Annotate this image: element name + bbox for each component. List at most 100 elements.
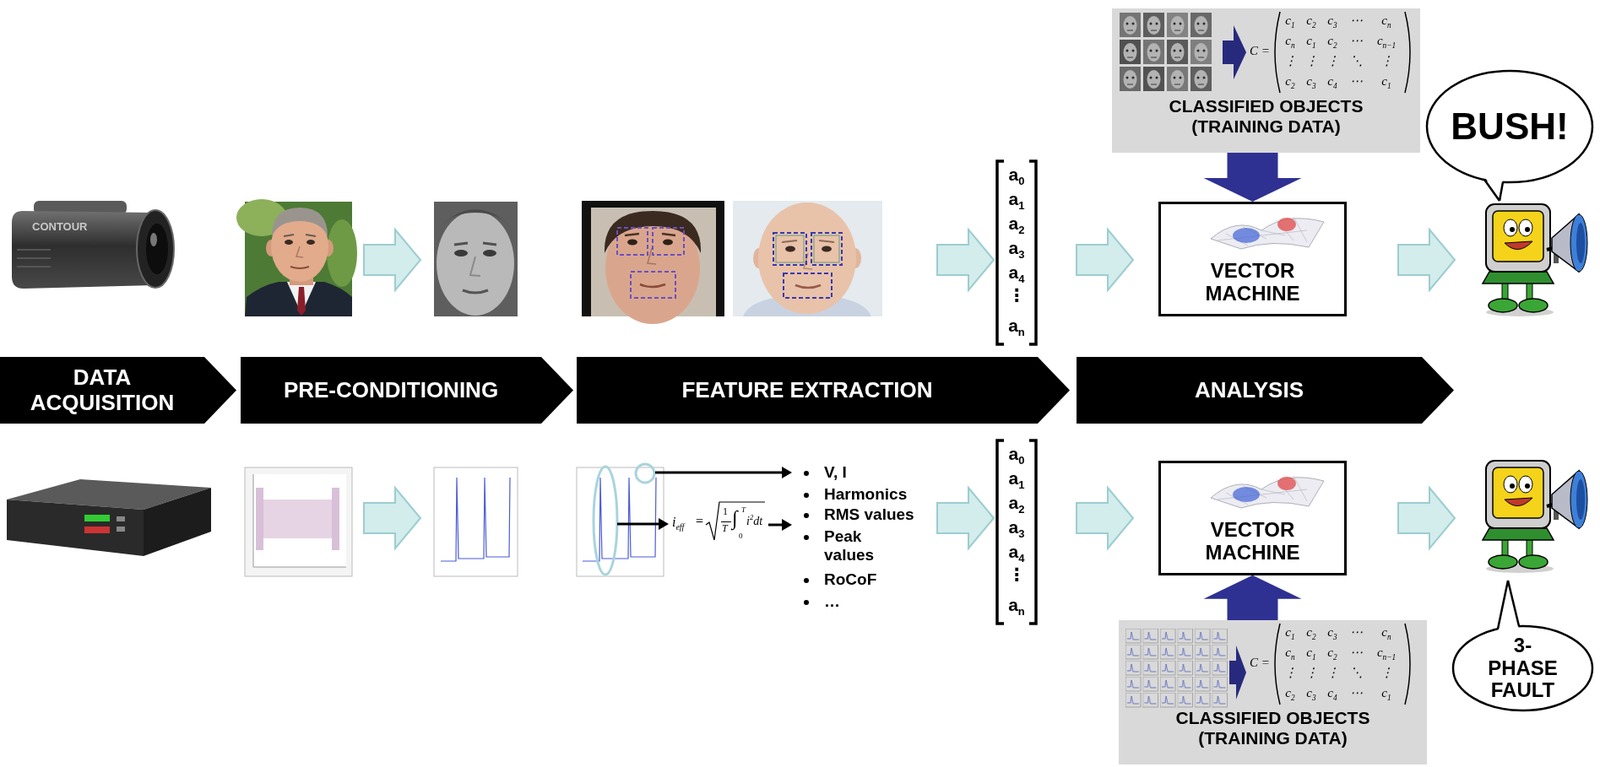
bubble-outline: [1453, 626, 1593, 711]
face-features-2: [775, 235, 804, 263]
node-text: VECTOR MACHINE: [1176, 260, 1329, 306]
training-data-panel: CLASSIFIED OBJECTS (TRAINING DATA): [1118, 620, 1427, 765]
matrix-cell: c1: [1381, 74, 1391, 89]
vector-entry: a0: [1008, 444, 1026, 465]
photo-original: [271, 207, 328, 237]
measurement-device: [6, 499, 144, 557]
face-features-2: [813, 235, 840, 263]
video-camera: [150, 233, 158, 247]
matrix-cell: ⋮: [1380, 54, 1394, 69]
signal-plot: [433, 467, 518, 577]
matrix-cell: c2: [1306, 625, 1316, 640]
node-text: BUSH!: [1450, 105, 1568, 147]
flow-arrow: [1076, 229, 1134, 291]
process-stage-chevron: PRE-CONDITIONING: [240, 357, 574, 424]
bubble-tail: [1507, 580, 1519, 627]
formula-term: ieff: [672, 515, 684, 531]
matrix-cell: ⋯: [1350, 645, 1363, 661]
cartoon-computer: [1482, 204, 1588, 574]
matrix-cell: c1: [1306, 33, 1316, 49]
face-features-2: [785, 246, 796, 253]
matrix-cell: c3: [1327, 13, 1337, 28]
photo-original: [297, 287, 306, 316]
feature-list-item: RMS values: [824, 505, 915, 525]
flow-arrow: [1398, 488, 1455, 549]
signal-plot: [253, 474, 347, 568]
bubble-tail: [1484, 179, 1500, 201]
signal-plot: [255, 488, 264, 551]
feature-list-item: RoCoF: [824, 570, 877, 590]
matrix-cell: c2: [1306, 13, 1316, 28]
face-features-2: [781, 240, 835, 243]
photo-original: [306, 239, 315, 245]
matrix-symbol: C =: [1249, 43, 1270, 59]
photo-original: [296, 246, 304, 258]
node-text: DATA ACQUISITION: [9, 365, 196, 415]
formula-symbol: [705, 502, 765, 541]
block-arrow: [1204, 152, 1302, 202]
matrix-cell: cn: [1381, 13, 1391, 28]
bullet: [803, 578, 809, 584]
face-features-2: [773, 233, 807, 266]
matrix-cell: c1: [1285, 13, 1295, 28]
face-features-1: [624, 233, 676, 236]
photo-grayscale: [454, 243, 497, 245]
brand-label: CONTOUR: [32, 221, 87, 234]
bubble-tail: [1499, 182, 1503, 201]
photo-grayscale: [433, 201, 518, 317]
feature-list-item: …: [824, 592, 841, 612]
leader-arrow: [768, 524, 784, 527]
chevron-shape: [0, 357, 237, 424]
node-text: PRE-CONDITIONING: [283, 378, 499, 403]
matrix-cell: ⋯: [1350, 74, 1363, 89]
video-camera: [11, 211, 154, 289]
feature-list-item: V, I: [824, 463, 847, 483]
flow-arrow: [363, 229, 421, 291]
bullet: [803, 493, 809, 499]
measurement-device: [116, 516, 125, 522]
leader-arrow: [617, 523, 661, 527]
signal-plot: [257, 499, 338, 539]
matrix-cell: ⋯: [1350, 625, 1363, 640]
vector-bracket: [1029, 161, 1036, 345]
bubble-tail: [1497, 580, 1519, 633]
vector-entry: a2: [1008, 493, 1026, 514]
vector-entry: a4: [1008, 542, 1026, 563]
matrix-symbol: C =: [1249, 656, 1270, 671]
matrix-cell: c4: [1327, 74, 1337, 89]
chevron-shape: [1076, 357, 1454, 424]
face-features-2: [783, 273, 832, 299]
bullet: [803, 535, 809, 541]
vector-entry: a0: [1008, 164, 1026, 185]
cartoon-computer: [1482, 204, 1588, 317]
formula-symbol: [721, 521, 732, 523]
video-camera: [136, 210, 174, 288]
vector-entry: a1: [1008, 468, 1026, 489]
photo-original: [290, 266, 310, 269]
vector-entry: ⋮: [1008, 285, 1026, 306]
formula-term: ∫: [732, 507, 738, 532]
face-features-1: [662, 239, 673, 246]
formula-term: T: [721, 523, 728, 536]
matrix-cell: c2: [1285, 686, 1295, 701]
process-stage-chevron: ANALYSIS: [1076, 357, 1454, 424]
bubble-tail: [1484, 176, 1503, 201]
node-text: CLASSIFIED OBJECTS (TRAINING DATA): [1148, 96, 1385, 136]
process-stage-chevron: FEATURE EXTRACTION: [576, 357, 1070, 424]
video-camera: [16, 249, 51, 267]
node-text: ANALYSIS: [1194, 378, 1304, 403]
block-arrow: [1204, 575, 1302, 621]
vector-machine-box: VECTOR MACHINE: [1158, 201, 1347, 317]
matrix-cell: c1: [1306, 645, 1316, 661]
photo-grayscale: [470, 256, 481, 277]
bullet: [803, 513, 809, 519]
node-text: CLASSIFIED OBJECTS (TRAINING DATA): [1155, 708, 1392, 749]
bubble-tail: [1497, 580, 1508, 630]
signal-plot: [593, 466, 618, 575]
measurement-device: [84, 515, 110, 522]
matrix-cell: cn−1: [1377, 645, 1396, 661]
vector-entry: an: [1008, 595, 1026, 616]
flow-arrow: [1398, 229, 1455, 291]
matrix-cell: c1: [1285, 625, 1295, 640]
